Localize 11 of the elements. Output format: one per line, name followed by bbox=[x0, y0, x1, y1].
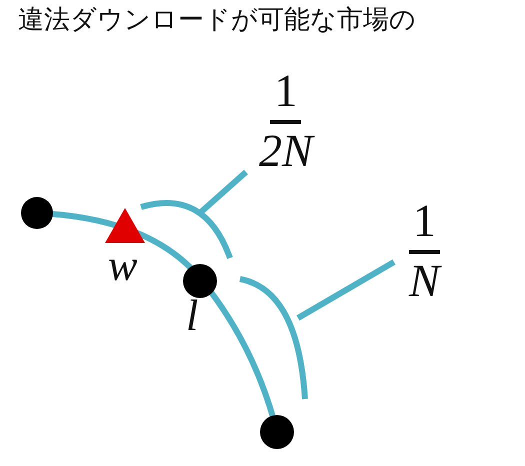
bracket-arc bbox=[140, 200, 233, 260]
bracket-arc bbox=[239, 276, 308, 400]
fraction-numerator: 1 bbox=[408, 198, 440, 254]
fraction-denominator: N bbox=[408, 254, 443, 304]
leader-line bbox=[199, 170, 248, 214]
heading-text: 違法ダウンロードが可能な市場の bbox=[18, 4, 416, 37]
fraction-denominator: 2N bbox=[258, 124, 316, 174]
fraction-numerator: 1 bbox=[270, 68, 302, 124]
leader-line bbox=[296, 259, 396, 321]
point-label: w bbox=[108, 240, 138, 291]
point-label: l bbox=[186, 290, 198, 341]
